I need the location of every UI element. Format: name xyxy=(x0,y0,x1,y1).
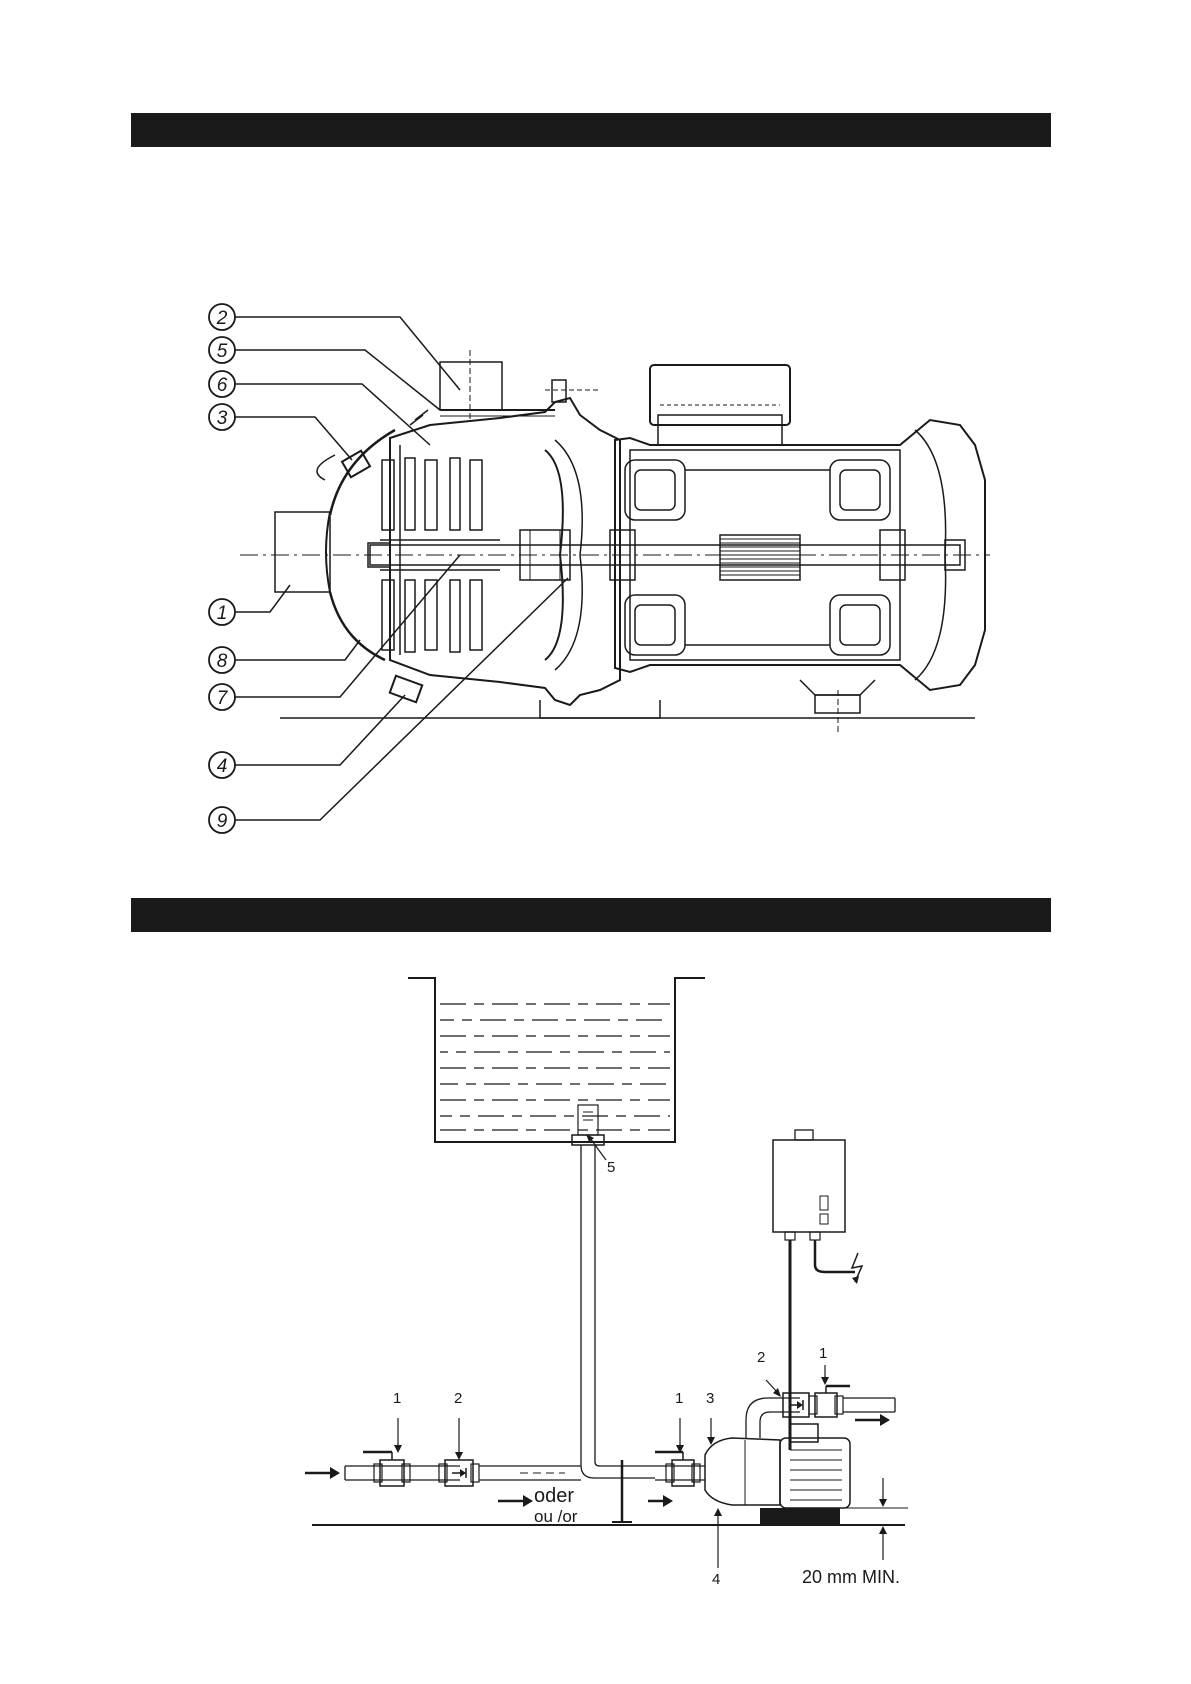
label-1-pump: 1 xyxy=(675,1390,683,1407)
installation-diagram xyxy=(305,978,908,1568)
svg-text:4: 4 xyxy=(217,756,228,777)
label-5: 5 xyxy=(607,1159,615,1176)
label-3: 3 xyxy=(706,1390,714,1407)
label-1-left: 1 xyxy=(393,1390,401,1407)
callout-8: 8 xyxy=(209,647,235,673)
label-2-right: 2 xyxy=(757,1349,765,1366)
svg-text:5: 5 xyxy=(217,341,228,362)
callout-circles: 2 5 6 3 1 8 7 4 9 xyxy=(209,304,235,833)
svg-text:8: 8 xyxy=(217,651,228,672)
label-min-clearance: 20 mm MIN. xyxy=(802,1567,900,1587)
svg-text:7: 7 xyxy=(217,688,229,709)
pump-cross-section-drawing xyxy=(240,350,990,735)
callout-7: 7 xyxy=(209,684,235,710)
label-oder: oder xyxy=(534,1485,574,1507)
svg-text:2: 2 xyxy=(216,308,228,329)
svg-text:9: 9 xyxy=(217,811,228,832)
callout-1: 1 xyxy=(209,599,235,625)
svg-text:1: 1 xyxy=(217,603,228,624)
callout-9: 9 xyxy=(209,807,235,833)
callout-2: 2 xyxy=(209,304,235,330)
label-2-left: 2 xyxy=(454,1390,462,1407)
callout-leaders xyxy=(235,317,568,820)
label-ou-or: ou /or xyxy=(534,1507,578,1526)
callout-3: 3 xyxy=(209,404,235,430)
svg-text:3: 3 xyxy=(217,408,228,429)
callout-5: 5 xyxy=(209,337,235,363)
tank-water-lines xyxy=(440,1004,670,1130)
callout-6: 6 xyxy=(209,371,235,397)
label-4: 4 xyxy=(712,1571,720,1588)
label-1-right: 1 xyxy=(819,1345,827,1362)
svg-text:6: 6 xyxy=(217,375,228,396)
callout-4: 4 xyxy=(209,752,235,778)
